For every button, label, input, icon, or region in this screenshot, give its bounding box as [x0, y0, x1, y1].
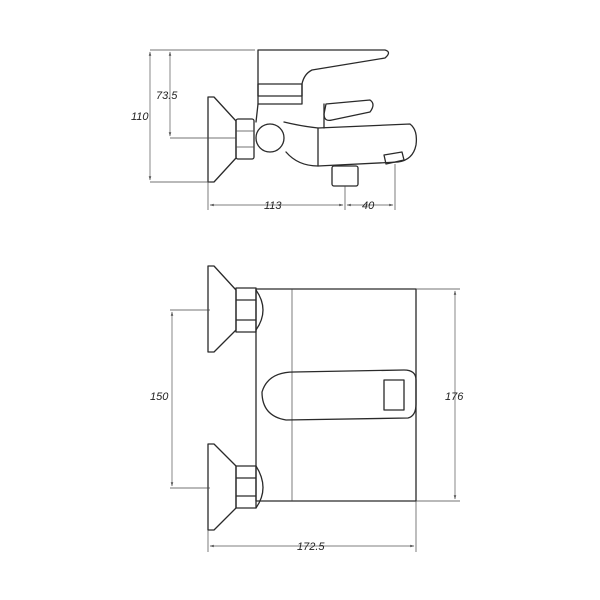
- front-upper-nut: [235, 287, 257, 333]
- side-connector: [255, 123, 285, 153]
- dim-text-150: 150: [150, 391, 169, 403]
- front-view: 150 176 172.5: [150, 265, 464, 553]
- dim-text-73-5: 73.5: [156, 90, 178, 102]
- side-mixer-body: [255, 103, 418, 167]
- dim-text-110: 110: [131, 111, 149, 123]
- dim-text-176: 176: [445, 391, 464, 403]
- dim-text-40: 40: [362, 200, 375, 212]
- side-wall-flange: [207, 96, 237, 183]
- dim-text-113: 113: [264, 200, 282, 212]
- side-cartridge: [257, 83, 303, 105]
- front-handle: [261, 369, 417, 421]
- side-diverter: [331, 165, 359, 187]
- side-aerator: [383, 151, 405, 165]
- front-lower-flange: [207, 443, 237, 531]
- side-view: 73.5 110 113 40: [131, 49, 418, 212]
- side-handle-lever: [257, 49, 390, 97]
- front-mixer-body: [255, 288, 417, 502]
- front-upper-flange: [207, 265, 237, 353]
- dim-text-172-5: 172.5: [297, 541, 325, 553]
- front-lower-nut: [235, 465, 257, 509]
- side-diverter-knob: [323, 99, 374, 122]
- side-hex-nut: [235, 118, 255, 160]
